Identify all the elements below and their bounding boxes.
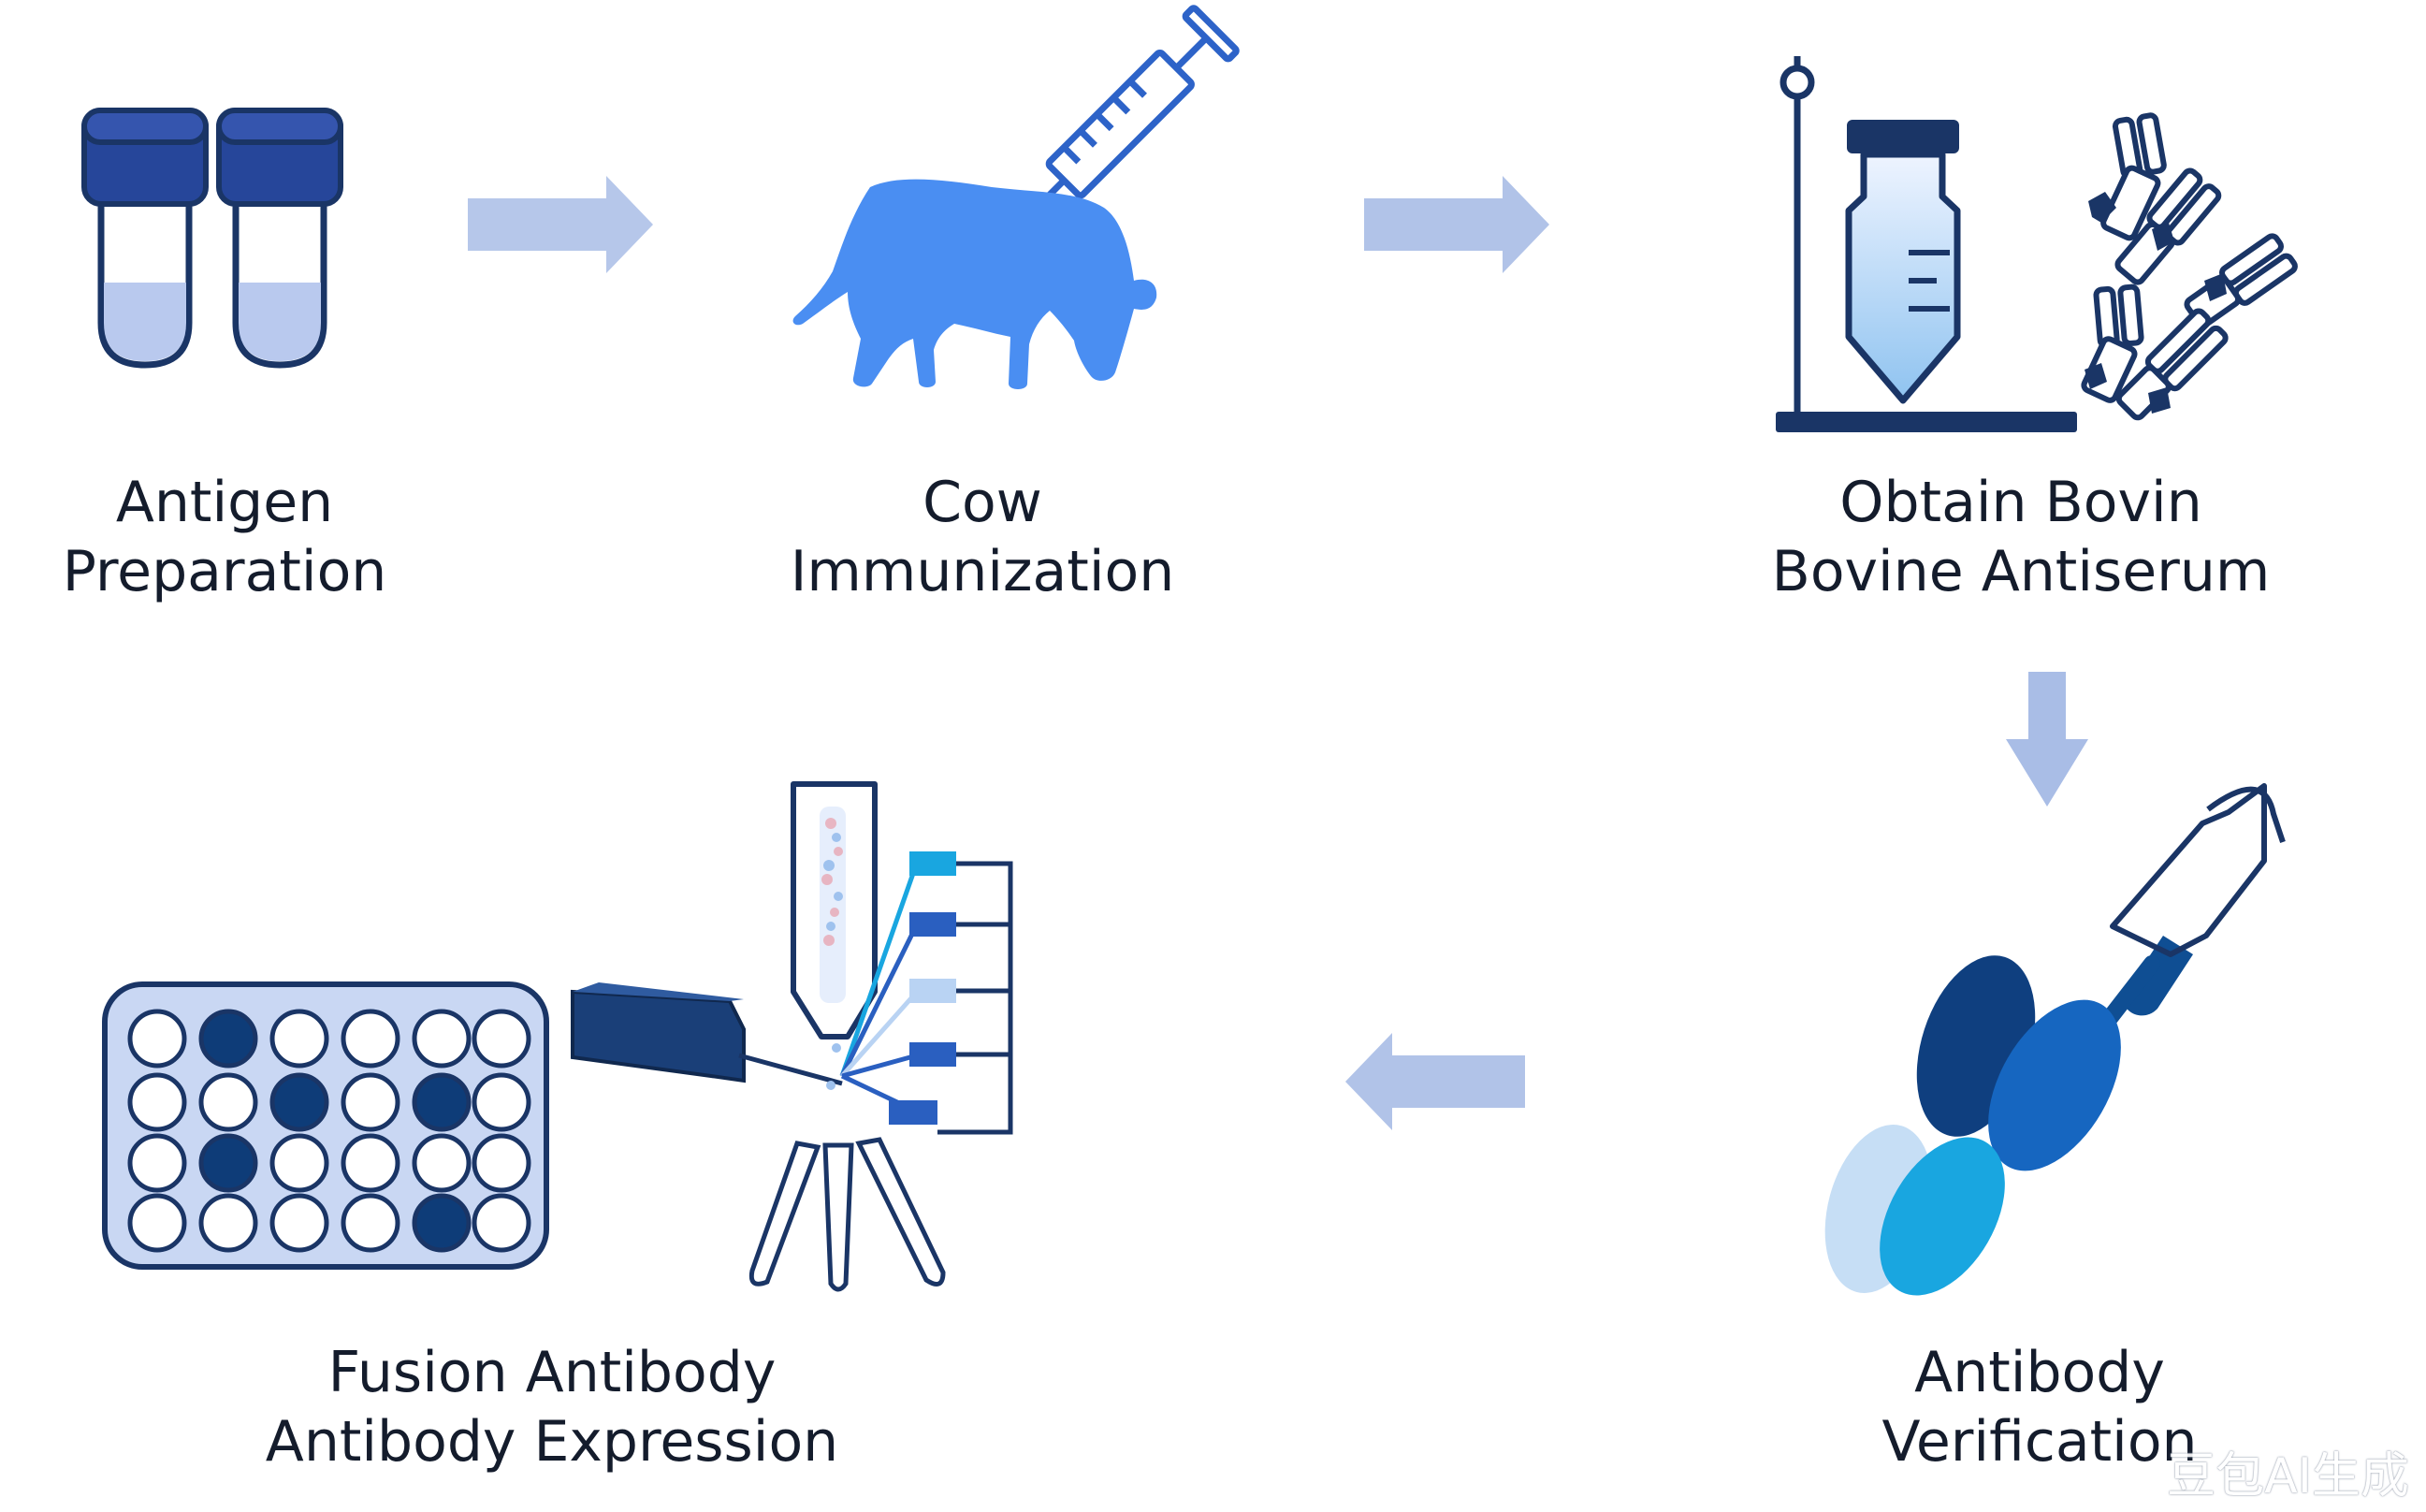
cow-icon	[792, 179, 1157, 389]
step-label-immunization: Cow Immunization	[748, 468, 1216, 606]
arrow-right-icon	[468, 176, 653, 273]
step-label-verification: Antibody Verification	[1815, 1338, 2264, 1476]
step-label-expression: Fusion Antibody Antibody Expression	[225, 1338, 879, 1476]
antibody-molecules-icon	[2081, 112, 2298, 421]
step-label-line: Fusion Antibody	[327, 1340, 777, 1405]
lab-stand-icon	[1776, 56, 2077, 432]
well-plate-icon	[102, 981, 549, 1270]
step-label-line: Bovine Antiserum	[1771, 539, 2271, 604]
step-label-line: Antibody Expression	[265, 1409, 839, 1475]
centrifuge-vial-icon	[1845, 120, 1961, 404]
cell-sorter-icon	[571, 781, 1013, 1292]
test-tubes-icon	[81, 108, 343, 369]
step-label-line: Cow	[922, 470, 1042, 535]
arrow-right-icon	[1364, 176, 1549, 273]
step-label-line: Immunization	[790, 539, 1175, 604]
step-label-line: Obtain Bovin	[1839, 470, 2202, 535]
watermark: 豆包AI生成	[2167, 1448, 2409, 1505]
step-label-line: Verification	[1881, 1409, 2198, 1475]
step-label-antiserum: Obtain Bovin Bovine Antiserum	[1721, 468, 2320, 606]
arrow-left-icon	[1345, 1033, 1525, 1130]
antigen-spikes-icon	[2085, 192, 2227, 414]
step-label-line: Preparation	[62, 539, 387, 604]
step-label-antigen: Antigen Preparation	[37, 468, 412, 606]
arrow-down-icon	[2006, 672, 2088, 807]
step-label-line: Antibody	[1914, 1340, 2165, 1405]
step-label-line: Antigen	[115, 470, 334, 535]
antibody-verification-icon	[1824, 783, 2286, 1296]
